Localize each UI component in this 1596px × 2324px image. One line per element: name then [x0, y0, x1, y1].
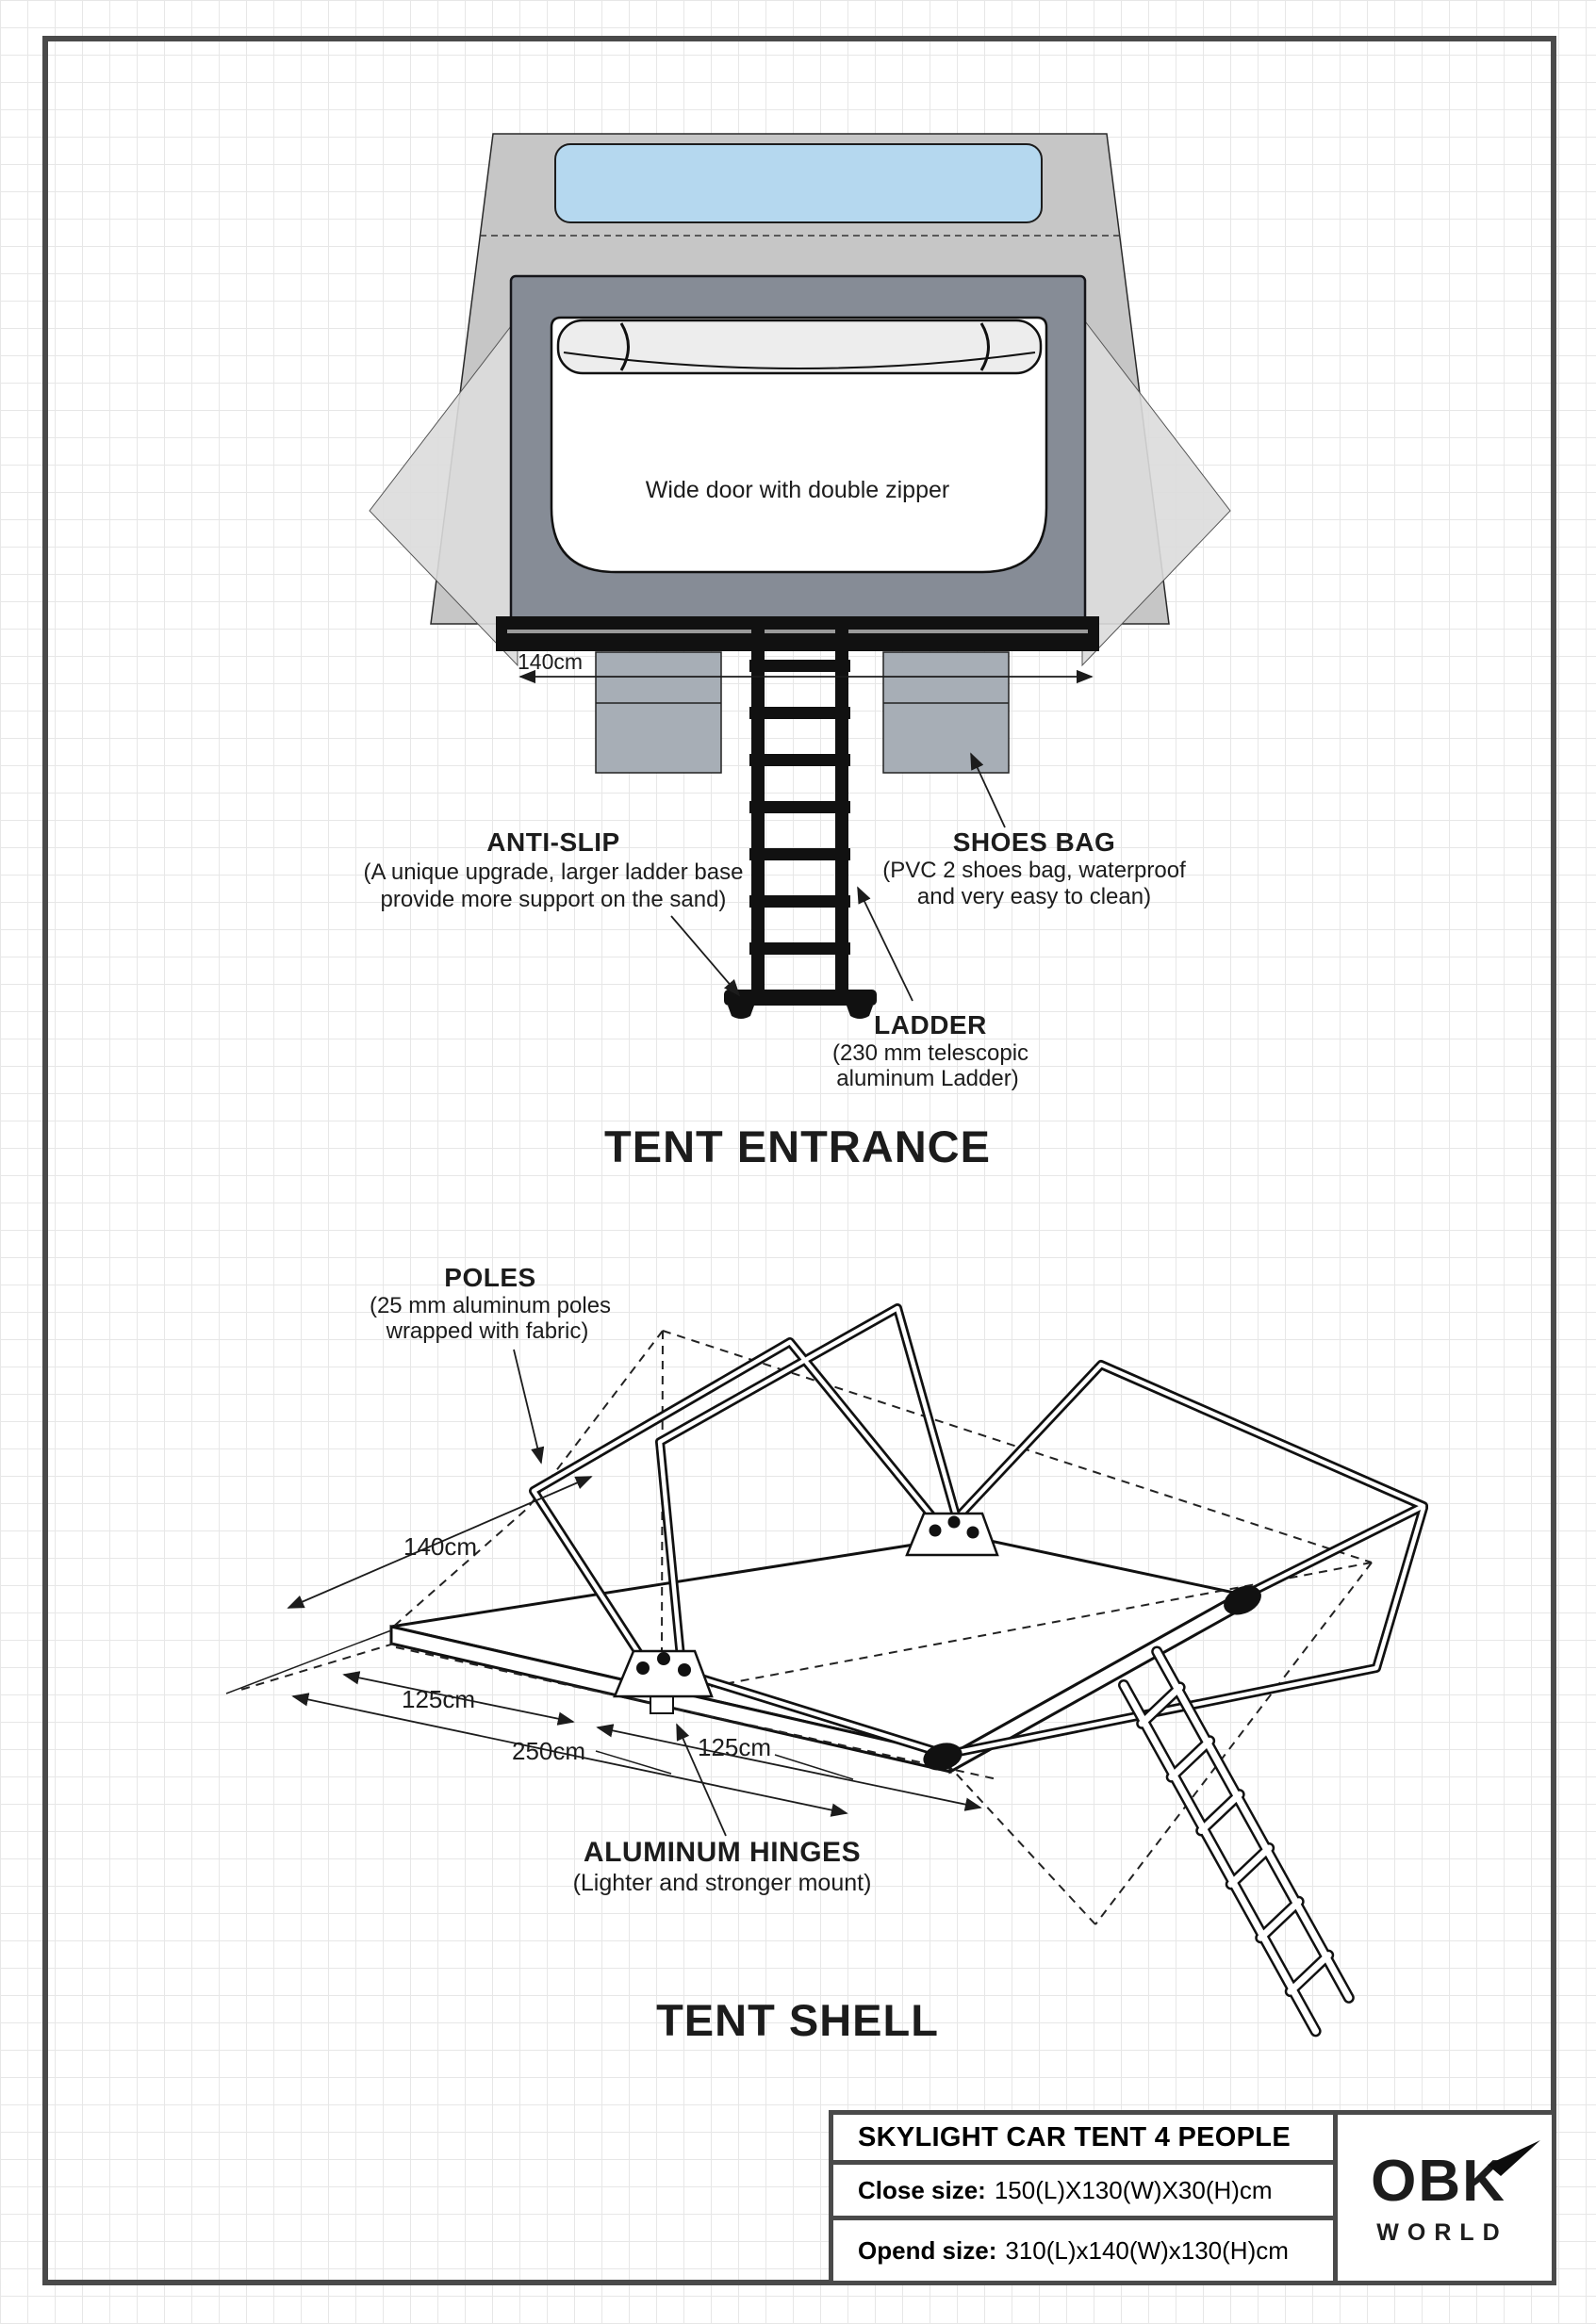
dimension-label: 140cm	[403, 1532, 477, 1561]
open-size-row: Opend size: 310(L)x140(W)x130(H)cm	[833, 2220, 1333, 2281]
anti-slip-foot	[728, 1006, 754, 1019]
open-size-value: 310(L)x140(W)x130(H)cm	[1005, 2235, 1289, 2265]
skylight-window	[554, 143, 1043, 223]
annotation-arrow	[970, 752, 1006, 828]
annotation-title: POLES	[444, 1263, 535, 1292]
shoes-bag-right	[882, 651, 1010, 774]
hinge-pin	[966, 1526, 979, 1539]
obk-logo: OBK WORLD	[1371, 2140, 1540, 2246]
shell-dimensions: 140cm 125cm 250cm 125cm	[287, 1476, 982, 1817]
close-size-row: Close size: 150(L)X130(W)X30(H)cm	[833, 2165, 1333, 2220]
base-rail	[496, 616, 1099, 651]
ladder-rung	[749, 895, 850, 908]
annotation-title: ALUMINUM HINGES	[584, 1837, 861, 1868]
tent-shell-diagram: 140cm 125cm 250cm 125cm POLES (25 mm alu…	[225, 1263, 1428, 2045]
extension-line	[225, 1629, 392, 1694]
hinge-pin	[657, 1652, 670, 1665]
annotation-line: and very easy to clean)	[917, 884, 1151, 909]
ladder-rung	[749, 754, 850, 766]
annotation-line: wrapped with fabric)	[386, 1318, 589, 1344]
brand-sub: WORLD	[1376, 2219, 1507, 2246]
pole-end-cap	[1224, 1585, 1261, 1615]
hinge-pin	[678, 1663, 691, 1677]
hinge-pin	[929, 1524, 942, 1537]
rolled-door-fabric	[556, 319, 1043, 375]
aluminum-hinge-back	[905, 1512, 999, 1557]
dimension-label: 125cm	[698, 1733, 771, 1761]
door-opening	[550, 316, 1048, 574]
annotation-title: SHOES BAG	[953, 827, 1116, 857]
annotation-arrow	[670, 915, 741, 997]
dimension-line	[287, 1476, 593, 1609]
close-size-label: Close size:	[858, 2175, 986, 2204]
shell-heading: TENT SHELL	[656, 1995, 939, 2045]
annotation-line: aluminum Ladder)	[836, 1066, 1018, 1091]
ladder-rung	[749, 707, 850, 719]
annotation-line: (A unique upgrade, larger ladder base	[364, 859, 744, 885]
brand-name: OBK	[1371, 2149, 1506, 2214]
ladder-rung	[749, 942, 850, 955]
hinges-annotation: ALUMINUM HINGES (Lighter and stronger mo…	[573, 1723, 872, 1896]
title-block-rows: SKYLIGHT CAR TENT 4 PEOPLE Close size: 1…	[833, 2115, 1333, 2281]
entrance-ladder	[724, 622, 877, 1019]
annotation-line: (25 mm aluminum poles	[370, 1293, 611, 1318]
dimension-label: 140cm	[518, 649, 583, 674]
annotation-line: (230 mm telescopic	[832, 1040, 1028, 1066]
ladder-rung	[749, 801, 850, 813]
hinge-pin	[636, 1661, 650, 1675]
shoes-bag-annotation: SHOES BAG (PVC 2 shoes bag, waterproof a…	[882, 752, 1186, 909]
ladder-base	[724, 990, 877, 1006]
hinge-pin	[947, 1515, 961, 1529]
label-leader	[774, 1754, 854, 1780]
tent-entrance-diagram: Wide door with double zipper	[364, 133, 1231, 1171]
annotation-arrow	[676, 1723, 727, 1837]
annotation-title: ANTI-SLIP	[486, 827, 619, 857]
shell-ladder	[1118, 1645, 1355, 2038]
annotation-arrow	[513, 1349, 545, 1465]
poles-annotation: POLES (25 mm aluminum poles wrapped with…	[370, 1263, 611, 1465]
door-label: Wide door with double zipper	[646, 477, 949, 503]
annotation-arrow	[857, 886, 913, 1002]
dimension-label: 250cm	[512, 1737, 585, 1765]
ladder-rung	[749, 660, 850, 672]
ladder-annotation: LADDER (230 mm telescopic aluminum Ladde…	[832, 886, 1028, 1091]
title-block: SKYLIGHT CAR TENT 4 PEOPLE Close size: 1…	[829, 2110, 1556, 2285]
close-size-value: 150(L)X130(W)X30(H)cm	[994, 2175, 1273, 2204]
dimension-line	[596, 1724, 982, 1811]
dimension-140cm: 140cm	[518, 649, 1094, 684]
open-size-label: Opend size:	[858, 2235, 997, 2265]
annotation-line: (PVC 2 shoes bag, waterproof	[882, 858, 1186, 883]
shoes-bag-left	[595, 651, 722, 774]
product-name: SKYLIGHT CAR TENT 4 PEOPLE	[858, 2121, 1291, 2152]
anti-slip-annotation: ANTI-SLIP (A unique upgrade, larger ladd…	[364, 827, 744, 997]
brand-wing-icon	[1487, 2140, 1540, 2176]
annotation-line: (Lighter and stronger mount)	[573, 1870, 872, 1896]
brand-logo-cell: OBK WORLD	[1333, 2115, 1552, 2281]
page-border	[42, 36, 1556, 2285]
entrance-heading: TENT ENTRANCE	[604, 1121, 991, 1171]
anti-slip-foot	[847, 1006, 873, 1019]
ladder-rung	[749, 848, 850, 860]
annotation-line: provide more support on the sand)	[381, 887, 727, 912]
product-name-row: SKYLIGHT CAR TENT 4 PEOPLE	[833, 2115, 1333, 2165]
annotation-title: LADDER	[874, 1010, 987, 1039]
dimension-label: 125cm	[402, 1685, 475, 1713]
